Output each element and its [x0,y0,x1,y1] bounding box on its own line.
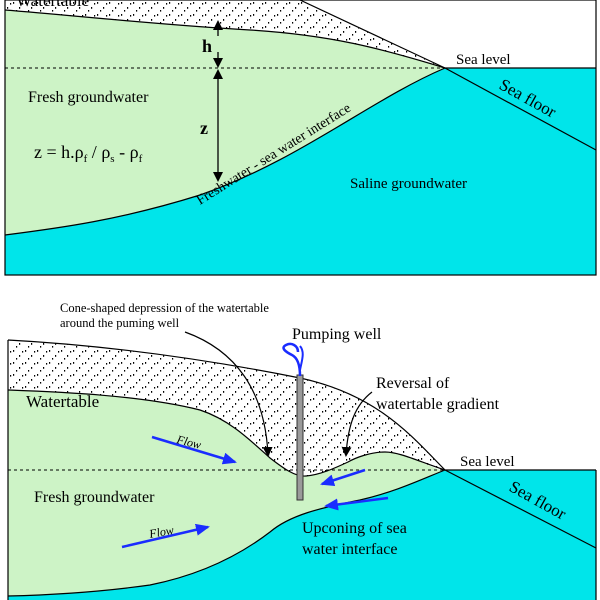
top-panel-frame [4,0,597,276]
pumped-water-icon-2 [299,345,304,371]
saline-flow-arrow-2 [324,496,389,511]
bottom-panel: Cone-shaped depression of the watertable… [7,301,597,600]
h-label: h [202,36,212,56]
watertable-label-bottom: Watertable [26,392,99,411]
pumping-well-label: Pumping well [292,326,382,343]
flow-arrow-upper [151,435,237,465]
reversal-label-line2: watertable gradient [376,396,500,413]
land-surface-line [299,0,446,69]
flow-arrow-lower [121,523,210,549]
fresh-groundwater-zone [5,10,445,235]
cone-annotation-arrow [184,331,273,457]
fresh-groundwater-zone-bottom [8,390,445,596]
interface-line [4,67,446,236]
fresh-groundwater-label-bottom: Fresh groundwater [34,489,155,506]
flow-label-lower: Flow [147,523,175,541]
saline-groundwater-zone [5,68,596,275]
z-label: z [200,118,208,138]
watertable-line [4,9,446,69]
sea-level-label-top: Sea level [456,52,511,68]
land-surface-line-bottom [7,339,446,471]
upconed-interface-line [7,469,446,597]
sea-floor-line [444,67,597,151]
pumping-well [296,374,304,501]
sea-level-label-bottom: Sea level [460,454,515,470]
upconing-label-line2: water interface [302,541,397,558]
reversal-annotation-arrow [341,391,373,457]
watertable-label-top: Watertable [16,0,89,10]
reversal-label-line1: Reversal of [376,375,450,392]
upconing-label-line1: Upconing of sea [302,520,407,537]
pumped-water-icon [282,342,302,377]
cone-caption-line2: around the puming well [60,316,180,330]
depressed-watertable-line [7,389,446,477]
saline-flow-arrow-1 [320,468,366,486]
flow-label-upper: Flow [174,432,202,452]
cone-caption-line1: Cone-shaped depression of the watertable [60,301,269,315]
saline-groundwater-label: Saline groundwater [350,176,467,192]
density-equation: z = h.ρf / ρs - ρf [34,142,143,165]
unsaturated-zone-bottom [8,340,445,477]
fresh-groundwater-label-top: Fresh groundwater [28,89,149,106]
saline-groundwater-zone-bottom [8,470,596,600]
top-panel: Watertable h z Sea level Sea floor Fresh… [4,0,597,276]
sea-floor-line-bottom [444,469,597,549]
